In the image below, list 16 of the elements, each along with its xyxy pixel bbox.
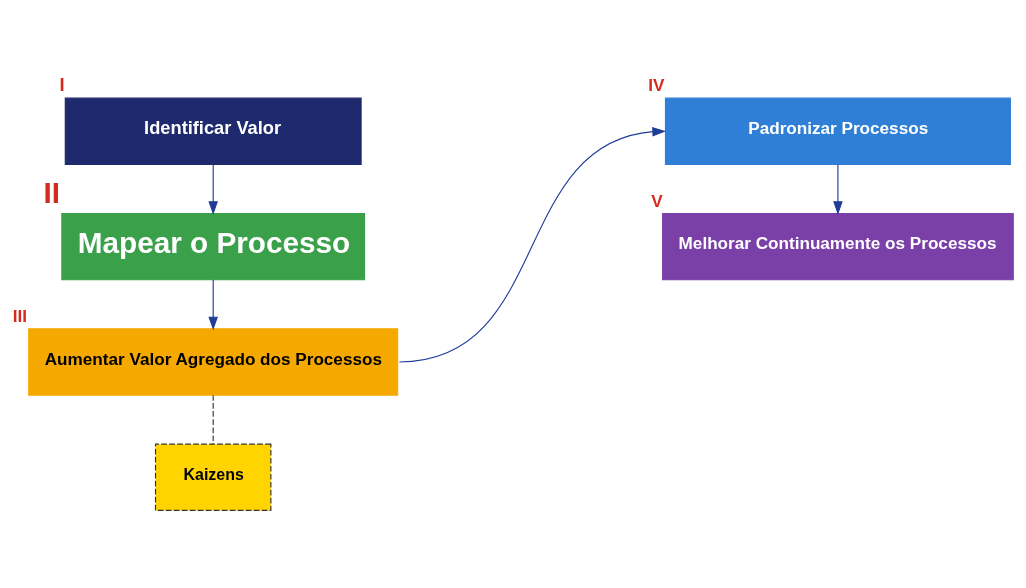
node-box: Aumentar Valor Agregado dos Processos xyxy=(28,328,399,396)
node-box: Padronizar Processos xyxy=(664,97,1011,165)
arrow xyxy=(208,279,218,331)
node-label: IV xyxy=(648,75,665,96)
node-box: Identificar Valor xyxy=(64,97,362,165)
arrow xyxy=(833,163,843,215)
node-label: V xyxy=(651,190,663,211)
arrow xyxy=(398,126,667,363)
node-label: III xyxy=(12,305,28,326)
node-box: Mapear o Processo xyxy=(61,212,366,281)
node-label: I xyxy=(59,74,65,96)
node-box: Melhorar Continuamente os Processos xyxy=(662,212,1014,281)
connector xyxy=(212,394,214,445)
arrow xyxy=(208,163,218,215)
node-label: II xyxy=(43,175,61,209)
node-box: Kaizens xyxy=(154,443,272,511)
